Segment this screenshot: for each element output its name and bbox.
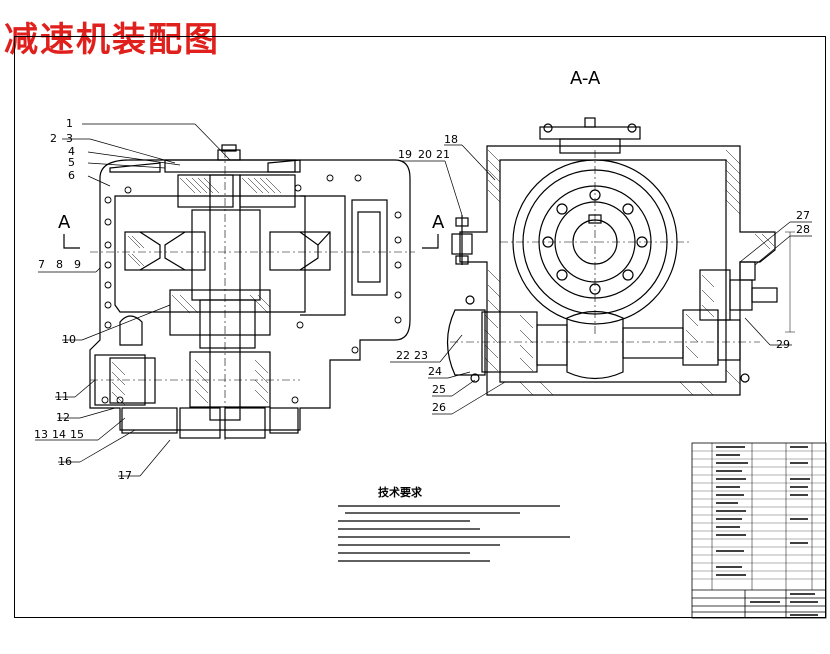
part-number-labels: 1 2 3 4 5 6 7 8 9 10 11 12 13 14 15 16 1…	[34, 117, 810, 482]
part-label-26: 26	[432, 401, 446, 414]
part-label-28: 28	[796, 223, 810, 236]
section-a-right: A	[432, 212, 445, 233]
drawing-frame	[14, 36, 826, 618]
part-label-25: 25	[432, 383, 446, 396]
part-label-3: 3	[66, 132, 73, 145]
left-view-housing	[89, 144, 415, 440]
part-label-4: 4	[68, 145, 75, 158]
part-label-11: 11	[55, 390, 69, 403]
part-label-9: 9	[74, 258, 81, 271]
section-aa-label: A-A	[570, 68, 601, 89]
part-label-16: 16	[58, 455, 72, 468]
tech-req-lines	[338, 505, 570, 562]
section-markers-left	[63, 234, 439, 249]
section-a-left: A	[58, 212, 71, 233]
part-label-27: 27	[796, 209, 810, 222]
part-label-19: 19	[398, 148, 412, 161]
part-label-15: 15	[70, 428, 84, 441]
title-block-scribbles	[716, 446, 818, 616]
part-label-24: 24	[428, 365, 442, 378]
title-block-rows	[692, 450, 826, 580]
part-label-22: 22	[396, 349, 410, 362]
part-label-23: 23	[414, 349, 428, 362]
part-label-6: 6	[68, 169, 75, 182]
part-label-20: 20	[418, 148, 432, 161]
part-label-5: 5	[68, 156, 75, 169]
part-label-14: 14	[52, 428, 66, 441]
part-label-8: 8	[56, 258, 63, 271]
left-view-hatching	[111, 177, 282, 406]
part-label-7: 7	[38, 258, 45, 271]
part-label-12: 12	[56, 411, 70, 424]
part-label-21: 21	[436, 148, 450, 161]
leader-lines	[35, 123, 812, 477]
part-label-29: 29	[776, 338, 790, 351]
part-label-10: 10	[62, 333, 76, 346]
title-block	[691, 442, 827, 619]
part-label-17: 17	[118, 469, 132, 482]
part-label-2: 2	[50, 132, 57, 145]
left-view-bolts	[101, 174, 402, 404]
tech-req-title: 技术要求	[378, 485, 423, 499]
drawing-title: 减速机装配图	[4, 20, 220, 60]
part-label-13: 13	[34, 428, 48, 441]
right-view-housing	[446, 117, 795, 396]
right-view-hatching	[484, 149, 775, 396]
part-label-18: 18	[444, 133, 458, 146]
part-label-1: 1	[66, 117, 73, 130]
